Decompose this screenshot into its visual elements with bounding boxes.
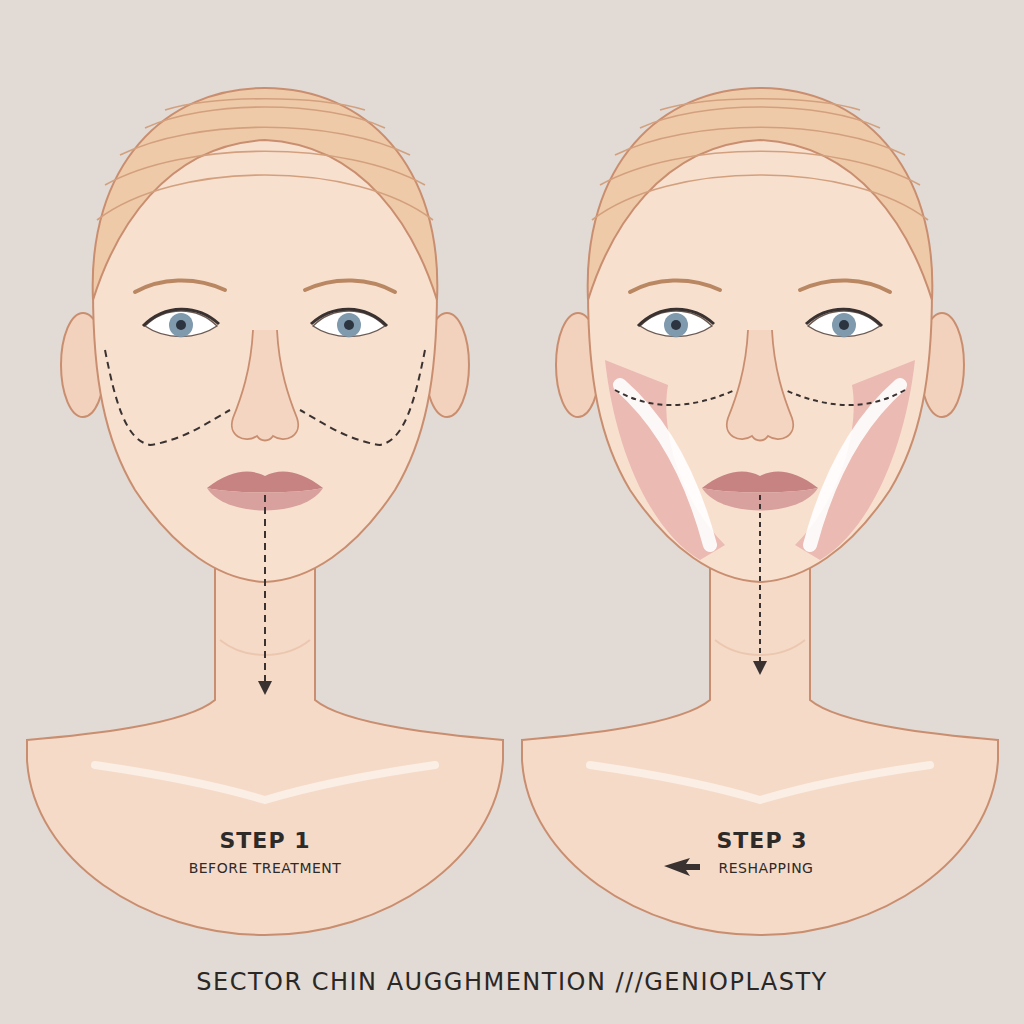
caption: SECTOR CHIN AUGGHMENTION ///GENIOPLASTY <box>196 968 828 996</box>
step-heading: STEP 1 <box>220 828 311 853</box>
step-label: BEFORE TREATMENT <box>189 860 342 876</box>
step-heading: STEP 3 <box>717 828 808 853</box>
step-label: RESHAPPING <box>719 860 814 876</box>
